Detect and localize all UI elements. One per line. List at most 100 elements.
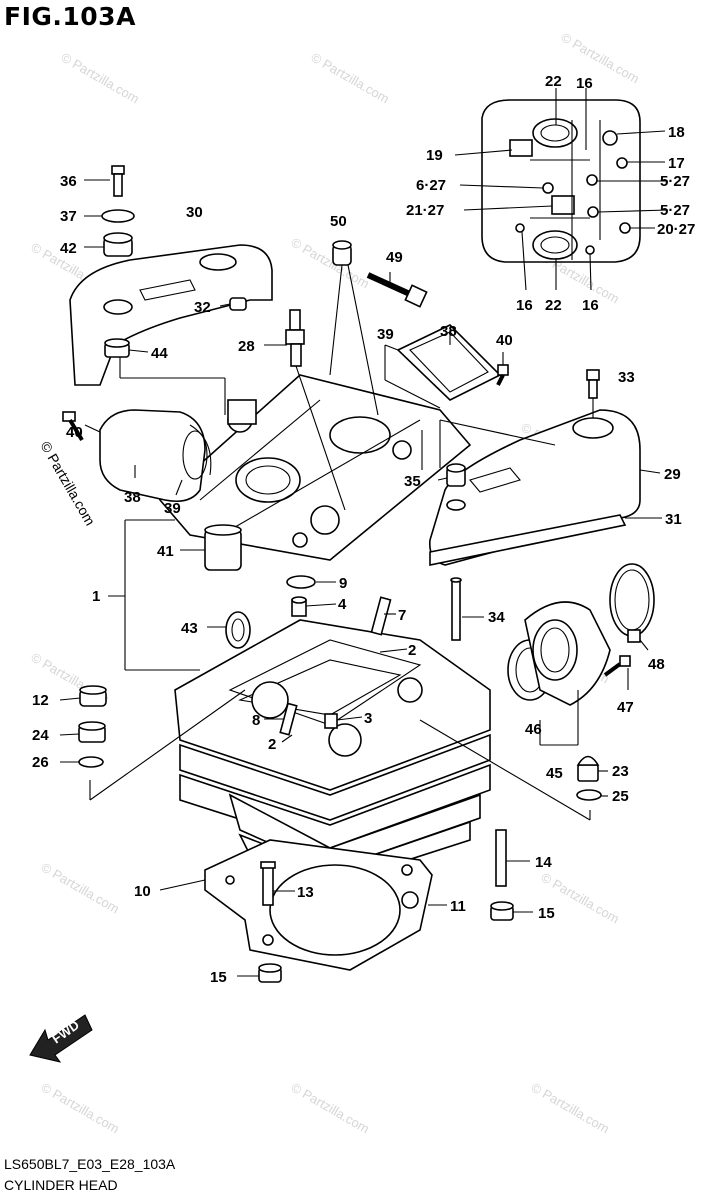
callout-2: 2 — [268, 736, 276, 753]
callout-20-27: 20·27 — [657, 221, 695, 238]
callout-4: 4 — [338, 596, 347, 613]
grommet-42 — [103, 232, 133, 257]
callout-23: 23 — [612, 763, 629, 780]
callout-2: 2 — [408, 642, 416, 659]
o-ring-9 — [286, 575, 316, 589]
diagram-code: LS650BL7_E03_E28_103A — [4, 1156, 176, 1172]
callout-15: 15 — [210, 969, 227, 986]
grommet-32 — [229, 297, 247, 311]
callout-25: 25 — [612, 788, 629, 805]
callout-21-27: 21·27 — [406, 202, 444, 219]
callout-17: 17 — [668, 155, 685, 172]
screw-47 — [603, 655, 631, 677]
callout-11: 11 — [450, 898, 466, 915]
head-cover-inset — [481, 99, 641, 263]
callout-16: 16 — [576, 75, 593, 92]
leader-lines — [59, 88, 669, 977]
bolt-33 — [586, 369, 600, 399]
watermark: © Partzilla.com — [309, 50, 392, 107]
callout-36: 36 — [60, 173, 77, 190]
spark-plug-28 — [285, 309, 305, 367]
callout-18: 18 — [668, 124, 685, 141]
callout-14: 14 — [535, 854, 552, 871]
bolt-40 — [496, 364, 509, 386]
stud-bolt-34 — [450, 577, 462, 641]
callout-31: 31 — [665, 511, 682, 528]
callout-39: 39 — [164, 500, 181, 517]
copyright-text: © Partzilla.com — [37, 439, 98, 529]
watermark: © Partzilla.com — [59, 50, 142, 107]
callout-45: 45 — [546, 765, 563, 782]
callout-40: 40 — [496, 332, 513, 349]
callout-22: 22 — [545, 297, 562, 314]
callout-49: 49 — [386, 249, 403, 266]
callout-50: 50 — [330, 213, 347, 230]
bolt-49 — [366, 272, 428, 308]
callout-12: 12 — [32, 692, 49, 709]
callout-42: 42 — [60, 240, 77, 257]
callout-13: 13 — [297, 884, 314, 901]
callout-16: 16 — [516, 297, 533, 314]
cylinder-head-gasket — [204, 839, 433, 971]
callout-16: 16 — [582, 297, 599, 314]
washer-26 — [78, 756, 104, 768]
gasket-31 — [429, 514, 627, 566]
bolt-36 — [111, 165, 125, 197]
callout-5-27: 5·27 — [660, 202, 690, 219]
callout-6-27: 6·27 — [416, 177, 446, 194]
callout-22: 22 — [545, 73, 562, 90]
callout-47: 47 — [617, 699, 634, 716]
callout-41: 41 — [157, 543, 174, 560]
clamp-48 — [609, 563, 655, 643]
callout-5-27: 5·27 — [660, 173, 690, 190]
fwd-arrow: FWD — [29, 1014, 93, 1063]
callout-34: 34 — [488, 609, 505, 626]
dowel-4 — [291, 596, 307, 617]
callout-38: 38 — [124, 489, 141, 506]
callout-19: 19 — [426, 147, 443, 164]
callout-43: 43 — [181, 620, 198, 637]
washer-37 — [101, 209, 135, 223]
callout-9: 9 — [339, 575, 347, 592]
callout-32: 32 — [194, 299, 211, 316]
watermark: © Partzilla.com — [529, 1080, 612, 1137]
dowel-3 — [324, 713, 338, 729]
callout-33: 33 — [618, 369, 635, 386]
cylinder-head-upper — [158, 374, 472, 561]
callout-30: 30 — [186, 204, 203, 221]
callout-3: 3 — [364, 710, 372, 727]
callout-40: 40 — [66, 424, 83, 441]
stud-14 — [495, 829, 507, 887]
intake-pipe-45 — [524, 601, 611, 706]
cylinder-head — [174, 619, 491, 886]
oil-seal-43 — [225, 611, 251, 649]
callout-46: 46 — [525, 721, 542, 738]
watermark: © Partzilla.com — [289, 1080, 372, 1137]
callout-26: 26 — [32, 754, 49, 771]
stud-8 — [279, 702, 298, 736]
callout-37: 37 — [60, 208, 77, 225]
side-cover-38 — [99, 409, 212, 503]
callout-38: 38 — [440, 323, 457, 340]
bolt-40-left — [62, 411, 84, 442]
stud-13 — [260, 861, 276, 906]
callout-15: 15 — [538, 905, 555, 922]
nut-15-right — [490, 901, 514, 921]
callout-29: 29 — [664, 466, 681, 483]
callout-24: 24 — [32, 727, 49, 744]
nut-15-left — [258, 963, 282, 983]
cap-12 — [79, 685, 107, 707]
diagram-name: CYLINDER HEAD — [4, 1177, 118, 1193]
head-cover-30 — [69, 244, 273, 386]
callout-48: 48 — [648, 656, 665, 673]
callout-28: 28 — [238, 338, 255, 355]
stud-7 — [370, 596, 392, 636]
cap-nut-35 — [446, 463, 466, 487]
callout-7: 7 — [398, 607, 406, 624]
cushion-44 — [104, 338, 130, 358]
watermark: © Partzilla.com — [39, 860, 122, 917]
cap-50 — [332, 240, 352, 266]
callout-35: 35 — [404, 473, 421, 490]
callout-8: 8 — [252, 712, 260, 729]
callout-labels: 1 2 2 3 4 5·27 5·27 6·27 7 8 9 10 11 12 … — [32, 73, 695, 986]
